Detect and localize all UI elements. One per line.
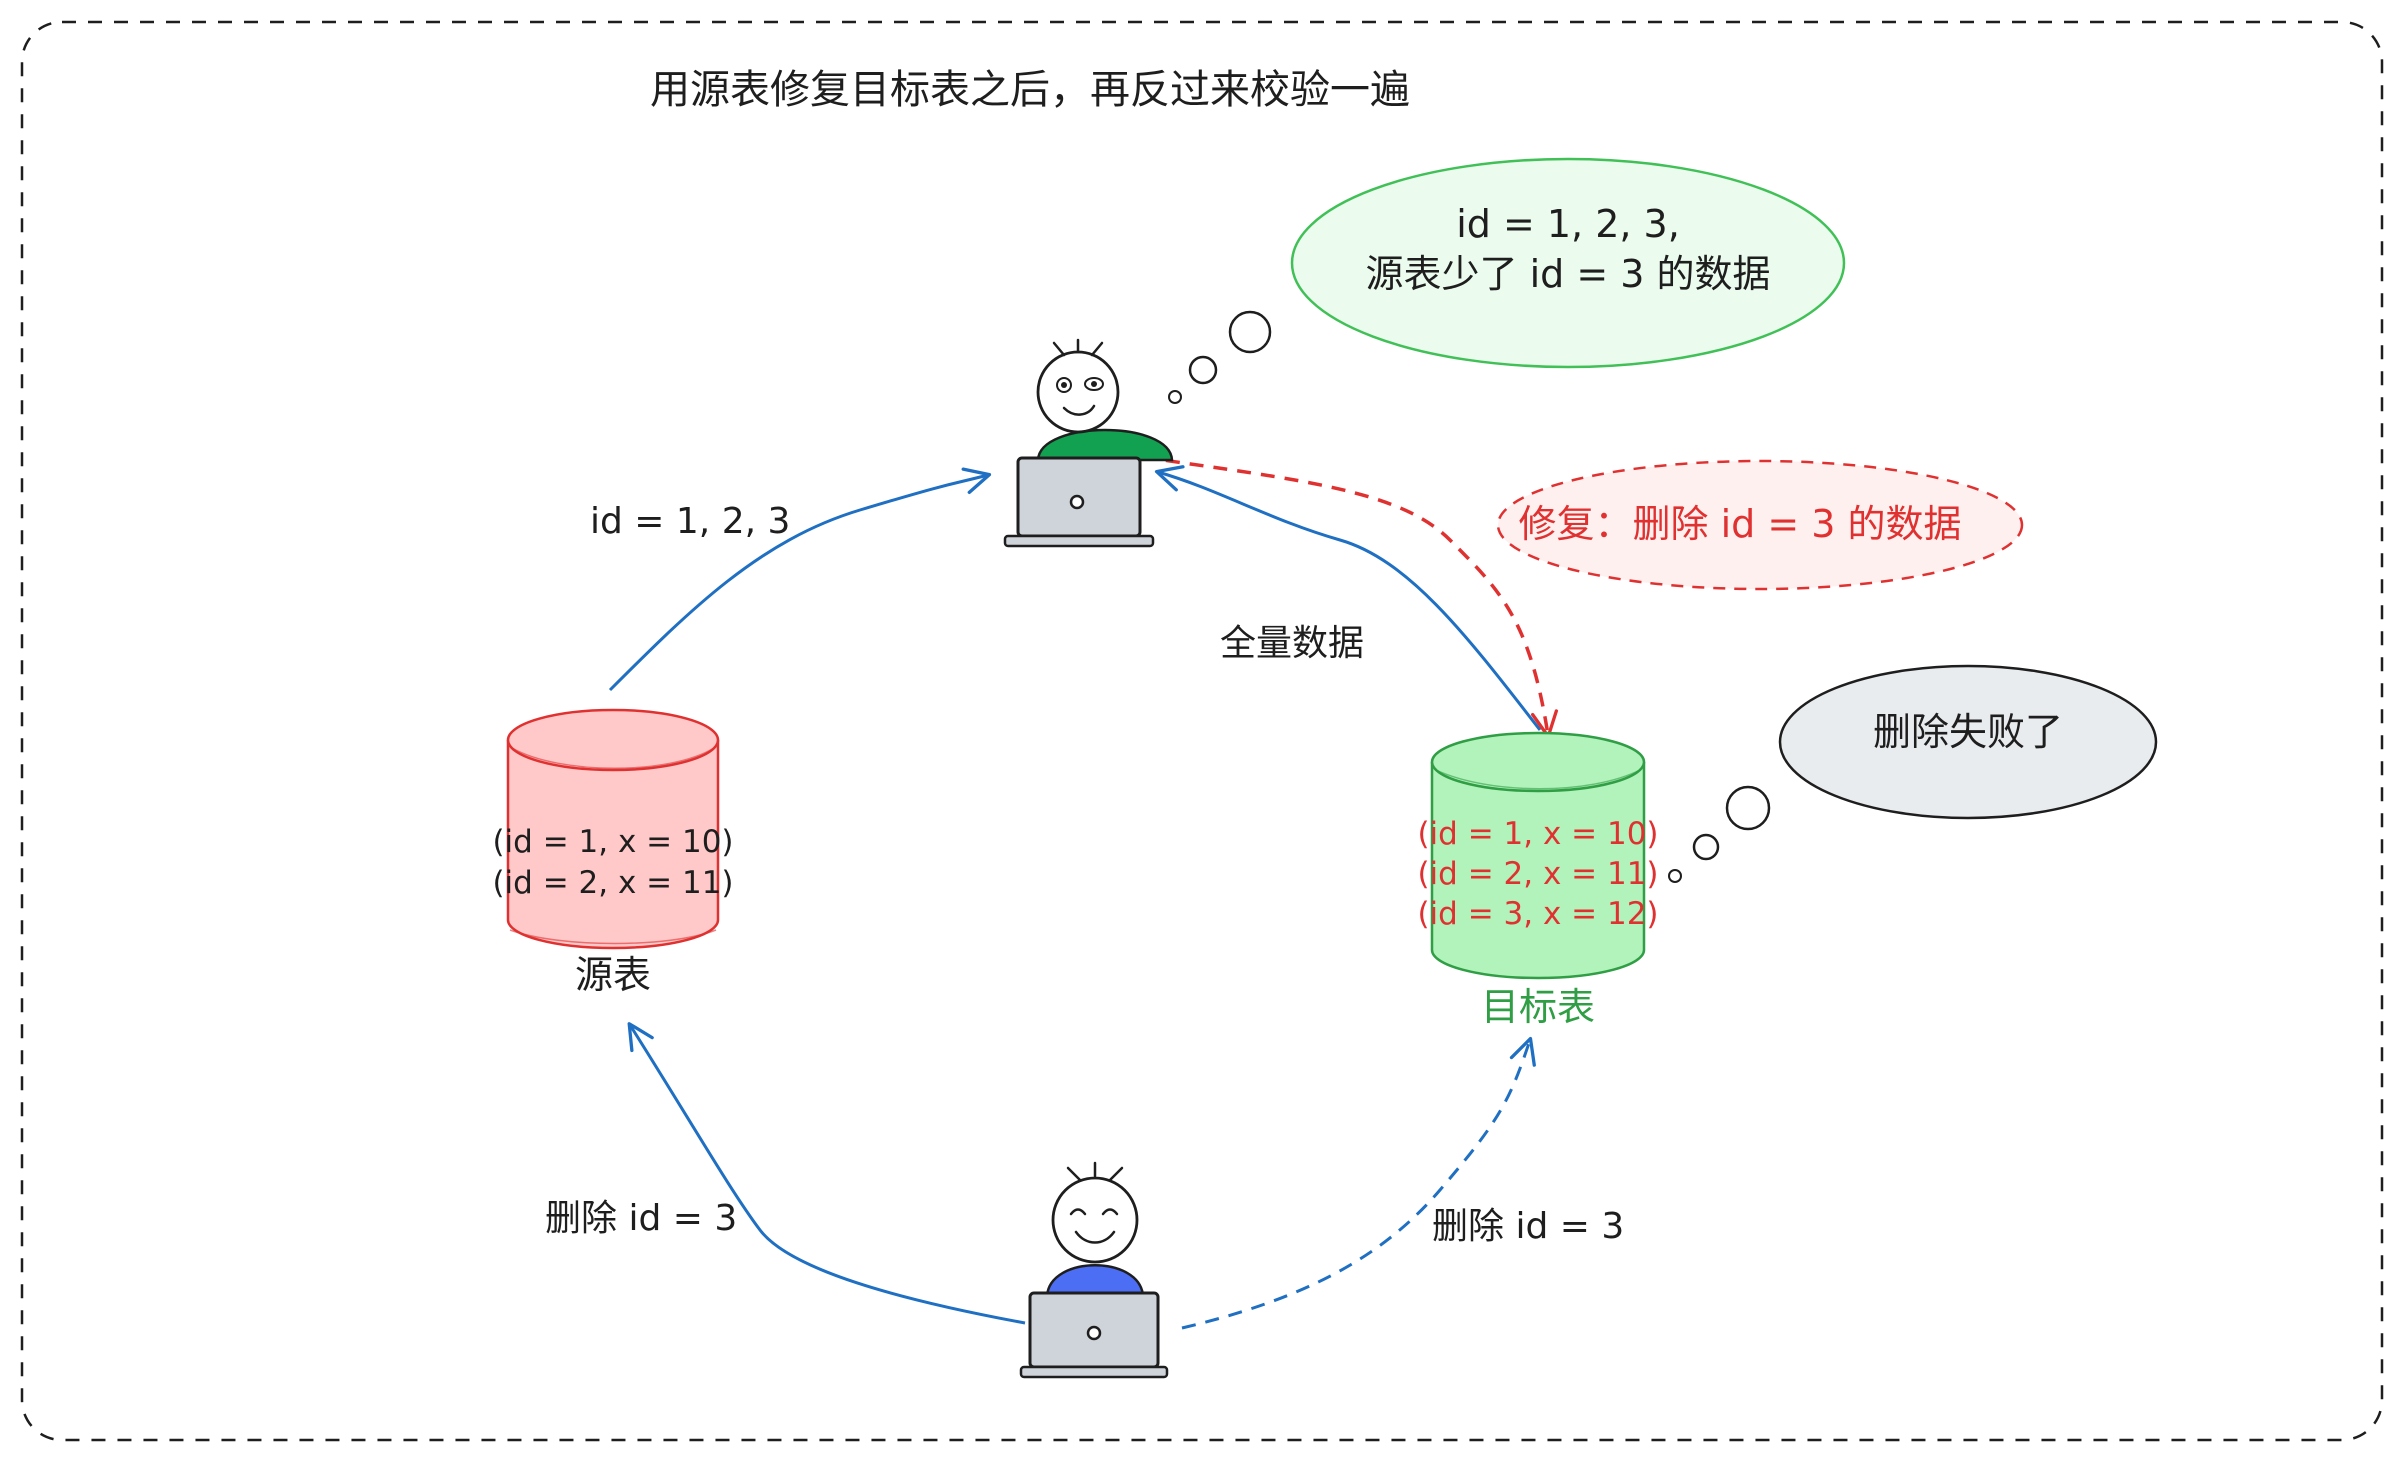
thought-dot-medium	[1188, 355, 1218, 385]
diagram-title: 用源表修复目标表之后，再反过来校验一遍	[650, 67, 1410, 113]
source-table-cylinder	[506, 708, 720, 950]
fail-bubble: 删除失败了	[1778, 664, 2158, 820]
source-row-2: (id = 2, x = 11)	[492, 865, 733, 901]
thought-line-1: id = 1, 2, 3,	[1456, 202, 1680, 246]
writer-person-icon	[1045, 1161, 1145, 1298]
thought-dot-small	[1168, 390, 1182, 404]
edge-label-target-to-checker: 全量数据	[1220, 623, 1364, 664]
fail-bubble-text: 删除失败了	[1873, 710, 2063, 754]
fail-dot-medium	[1692, 833, 1720, 861]
edge-label-writer-to-target: 删除 id = 3	[1432, 1206, 1624, 1247]
writer-laptop-icon	[1019, 1291, 1169, 1379]
arrow-target-to-checker	[1154, 465, 1542, 731]
arrow-checker-repair-target	[1141, 455, 1559, 739]
source-table-label: 源表	[575, 953, 651, 997]
repair-bubble-text: 修复：删除 id = 3 的数据	[1518, 502, 1961, 546]
thought-line-2: 源表少了 id = 3 的数据	[1365, 252, 1770, 296]
checker-laptop-icon	[1003, 456, 1155, 548]
repair-bubble: 修复：删除 id = 3 的数据	[1496, 459, 2024, 591]
target-table-cylinder	[1430, 731, 1646, 980]
target-row-1: (id = 1, x = 10)	[1417, 816, 1658, 852]
arrow-writer-to-target	[1181, 1036, 1536, 1330]
target-row-2: (id = 2, x = 11)	[1417, 856, 1658, 892]
fail-dot-large	[1725, 785, 1771, 831]
source-row-1: (id = 1, x = 10)	[492, 824, 733, 860]
thought-bubble-checker: id = 1, 2, 3, 源表少了 id = 3 的数据	[1290, 157, 1846, 369]
target-table-label: 目标表	[1481, 985, 1595, 1029]
thought-dot-large	[1228, 310, 1272, 354]
edge-label-source-to-checker: id = 1, 2, 3	[590, 501, 790, 542]
target-row-3: (id = 3, x = 12)	[1417, 896, 1658, 932]
fail-dot-small	[1668, 869, 1682, 883]
arrow-source-to-checker	[608, 467, 992, 692]
checker-person-icon	[1036, 338, 1174, 462]
arrow-writer-to-source	[627, 1022, 1026, 1325]
edge-label-writer-to-source: 删除 id = 3	[545, 1198, 737, 1239]
